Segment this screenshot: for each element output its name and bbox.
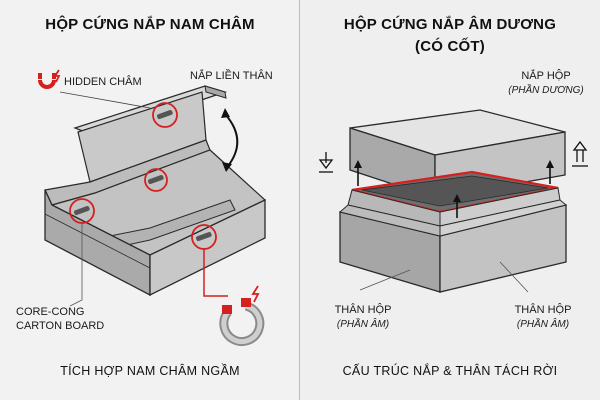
up-arrow-center xyxy=(453,194,461,218)
base-front-right xyxy=(149,198,266,297)
magnetic-box-illustration xyxy=(38,69,267,346)
hidden-magnet-label: HIDDEN CHÂM xyxy=(64,76,142,88)
body-left-label-line2: (PHẦN ÂM) xyxy=(336,319,390,330)
board-label-line2: CARTON BOARD xyxy=(16,320,105,332)
up-arrow-left xyxy=(354,160,362,186)
curved-double-arrow-icon xyxy=(221,108,239,172)
body-right-label-line2: (PHẦN ÂM) xyxy=(516,319,570,330)
body-left-label-line1: THÂN HỘP xyxy=(334,304,392,316)
horseshoe-magnet-icon xyxy=(219,285,265,346)
body-right-label-line1: THÂN HỘP xyxy=(514,304,572,316)
up-arrow-right xyxy=(546,160,554,184)
lid-label-line2: (PHẦN DƯƠNG) xyxy=(508,85,584,96)
left-footer: TÍCH HỢP NAM CHÂM NGẦM xyxy=(60,364,240,378)
arrow-down-to-line-icon xyxy=(318,152,334,173)
magnet-icon xyxy=(38,73,56,89)
board-label-line1: CORE-CONG xyxy=(16,306,85,318)
integrated-lid-label: NẮP LIỀN THÂN xyxy=(190,70,273,82)
left-title: HỘP CỨNG NẮP NAM CHÂM xyxy=(45,16,255,33)
panel-divider xyxy=(299,0,300,400)
lid-edge xyxy=(204,85,227,99)
magnet-marker-mid xyxy=(144,168,168,192)
magnet-marker-lid xyxy=(152,102,178,128)
telescope-box-illustration xyxy=(318,109,588,293)
right-title-line1: HỘP CỨNG NẮP ÂM DƯƠNG xyxy=(343,16,557,33)
lightning-icon xyxy=(53,69,61,83)
right-title-line2: (CÓ CỐT) xyxy=(415,38,485,55)
right-footer: CẤU TRÚC NẮP & THÂN TÁCH RỜI xyxy=(342,364,558,378)
lid-label-line1: NẮP HỘP xyxy=(521,70,571,82)
right-panel: HỘP CỨNG NẮP ÂM DƯƠNG (CÓ CỐT) xyxy=(300,0,600,400)
left-panel: HỘP CỨNG NẮP NAM CHÂM xyxy=(0,0,300,400)
arrow-up-from-line-icon xyxy=(572,140,588,167)
